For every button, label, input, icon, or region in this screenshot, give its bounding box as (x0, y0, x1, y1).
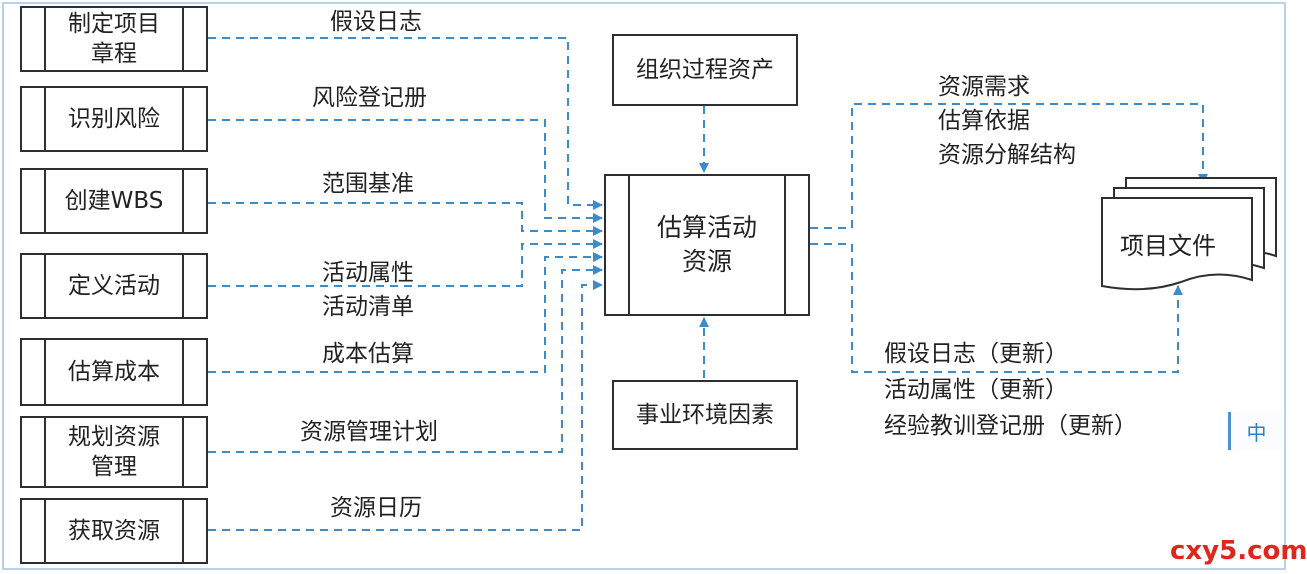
watermark: cxy5.com (1170, 536, 1307, 566)
central-process-box: 估算活动 资源 (604, 174, 810, 316)
connector-2 (208, 119, 603, 223)
language-toggle-button[interactable]: 中 (1228, 412, 1282, 450)
updated-outputs: 假设日志（更新） 活动属性（更新） 经验教训登记册（更新） (884, 341, 1137, 439)
artifact-label-7: 资源日历 (330, 495, 422, 521)
artifact-label-6: 资源管理计划 (300, 419, 438, 445)
process-label: 规划资源 管理 (68, 424, 160, 480)
bottom-input-label: 事业环境因素 (636, 402, 774, 428)
diagram-frame (2, 2, 1286, 570)
process-label: 定义活动 (68, 273, 160, 299)
connector-out-updates (810, 243, 1183, 373)
process-label: 估算成本 (68, 359, 160, 385)
process-box-2: 识别风险 (20, 86, 208, 152)
connector-7 (208, 280, 603, 531)
process-box-4: 定义活动 (20, 253, 208, 319)
primary-outputs: 资源需求 估算依据 资源分解结构 (938, 74, 1076, 168)
artifact-label-2: 风险登记册 (312, 85, 427, 111)
enterprise-env-factors-box: 事业环境因素 (612, 380, 798, 450)
artifact-label-4: 活动属性 活动清单 (322, 260, 414, 320)
connector-3 (208, 202, 603, 236)
artifact-label-5: 成本估算 (322, 341, 414, 367)
connector-4 (208, 239, 603, 287)
process-label: 制定项目 章程 (68, 11, 160, 67)
top-input-label: 组织过程资产 (636, 57, 774, 83)
artifact-label-1: 假设日志 (330, 9, 422, 35)
project-documents-label: 项目文件 (1120, 232, 1216, 260)
process-label: 获取资源 (68, 518, 160, 544)
process-box-5: 估算成本 (20, 338, 208, 406)
artifact-label-3: 范围基准 (322, 171, 414, 197)
org-process-assets-box: 组织过程资产 (612, 34, 798, 106)
process-label: 识别风险 (68, 106, 160, 132)
process-box-3: 创建WBS (20, 168, 208, 234)
process-box-6: 规划资源 管理 (20, 416, 208, 488)
process-label: 创建WBS (64, 188, 164, 214)
connector-out-primary (810, 103, 1208, 229)
connector-5 (208, 252, 603, 373)
process-box-1: 制定项目 章程 (20, 6, 208, 72)
central-process-label: 估算活动 资源 (656, 213, 757, 276)
process-box-7: 获取资源 (20, 498, 208, 564)
